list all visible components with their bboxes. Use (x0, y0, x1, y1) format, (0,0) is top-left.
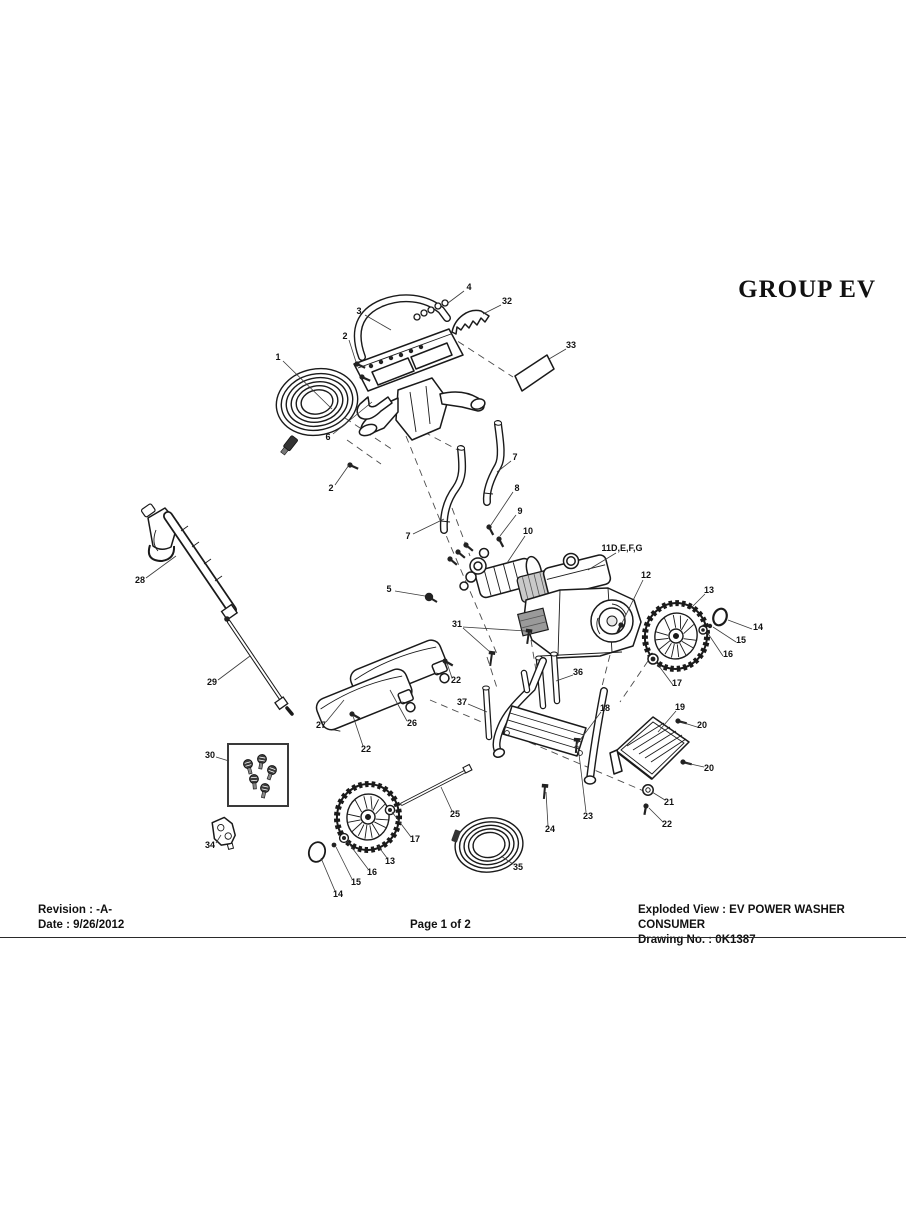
part-callout: 7 (512, 452, 517, 462)
part-callout: 28 (135, 575, 145, 585)
part-callout: 4 (466, 282, 471, 292)
part-34-nozzle-holder (211, 816, 236, 850)
part-9-screw (494, 534, 507, 550)
part-16-nut-left (338, 832, 350, 844)
part-callout: 34 (205, 840, 215, 850)
part-1-hose-fitting (280, 435, 298, 456)
part-callout: 37 (457, 697, 467, 707)
part-30-nozzle-kit (227, 743, 289, 807)
part-11-engine (516, 552, 642, 659)
part-callout: 12 (641, 570, 651, 580)
part-27-tank-lower (315, 668, 416, 732)
part-8-screw (484, 522, 497, 538)
part-callout: 9 (517, 506, 522, 516)
part-callout: 20 (697, 720, 707, 730)
part-19-base (609, 716, 690, 780)
part-callout: 10 (523, 526, 533, 536)
part-callout: 32 (502, 296, 512, 306)
page-indicator: Page 1 of 2 (410, 919, 471, 931)
part-callout: 35 (513, 862, 523, 872)
part-callout: 13 (385, 856, 395, 866)
part-35-hose-fitting (451, 829, 461, 843)
part-callout: 19 (675, 702, 685, 712)
part-callout: 23 (583, 811, 593, 821)
part-callout: 15 (736, 635, 746, 645)
part-callout: 22 (361, 744, 371, 754)
part-callout: 13 (704, 585, 714, 595)
footer-rule (0, 937, 906, 938)
part-callout: 20 (704, 763, 714, 773)
part-callout: 17 (410, 834, 420, 844)
callout-leader-lines (145, 290, 753, 892)
part-25-axle (400, 763, 473, 806)
part-callout: 3 (356, 306, 361, 316)
part-callout: 1 (275, 352, 280, 362)
part-33-decal (514, 354, 555, 392)
part-callout: 33 (566, 340, 576, 350)
part-6-hook (356, 396, 393, 420)
part-callout: 14 (753, 622, 763, 632)
part-callout: 14 (333, 889, 343, 899)
part-28-spray-gun (140, 503, 239, 621)
part-callout: 2 (328, 483, 333, 493)
part-callout: 21 (664, 797, 674, 807)
part-17-nut-right (647, 653, 659, 665)
part-callout: 30 (205, 750, 215, 760)
part-callout: 6 (325, 432, 330, 442)
part-callout: 17 (672, 678, 682, 688)
part-callout: 27 (316, 720, 326, 730)
callout-labels: 1 2 3 4 32 33 6 2 7 7 8 9 10 11D,E,F,G 1… (135, 282, 763, 899)
part-callout: 36 (573, 667, 583, 677)
part-24-bolt (539, 782, 550, 801)
part-31-bolt-b (486, 649, 497, 668)
part-18-frame (492, 657, 608, 785)
part-callout: 31 (452, 619, 462, 629)
part-callout: 25 (450, 809, 460, 819)
panel-holes (368, 344, 424, 369)
part-7-handle-tubes (439, 420, 505, 534)
revision-text: Revision : -A- (38, 904, 113, 916)
group-title: GROUP EV (738, 276, 876, 303)
part-callout: 29 (207, 677, 217, 687)
part-3-handle-assembly (353, 294, 486, 441)
part-35-hose-coil (454, 817, 524, 873)
part-callout: 16 (367, 867, 377, 877)
part-15-pin-left (331, 842, 337, 848)
part-callout: 7 (405, 531, 410, 541)
part-29-wand (224, 616, 294, 716)
part-5-knob (424, 592, 438, 603)
drawing-number: Drawing No. : 0K1387 (638, 934, 756, 946)
part-1-hose-coil (275, 367, 359, 437)
exploded-view-title: Exploded View : EV POWER WASHER CONSUMER (638, 904, 845, 931)
part-22-screw-c (640, 801, 651, 817)
part-16-nut-right (698, 625, 708, 635)
part-callout: 18 (600, 703, 610, 713)
part-callout: 24 (545, 824, 555, 834)
part-callout: 16 (723, 649, 733, 659)
part-4-button-caps (413, 299, 449, 321)
part-callout: 15 (351, 877, 361, 887)
part-21-cap-nut (642, 784, 654, 796)
part-callout: 26 (407, 718, 417, 728)
part-callout: 11D,E,F,G (601, 543, 642, 553)
part-32-grip-insert (451, 309, 490, 335)
part-callout: 22 (451, 675, 461, 685)
part-callout: 5 (386, 584, 391, 594)
part-callout: 8 (514, 483, 519, 493)
part-callout: 2 (342, 331, 347, 341)
part-37-tube (482, 685, 493, 741)
part-14-oring-right (712, 607, 728, 627)
part-15-pin-right (707, 623, 713, 629)
part-14-oring-left (307, 841, 327, 863)
date-text: Date : 9/26/2012 (38, 919, 125, 931)
part-callout: 22 (662, 819, 672, 829)
